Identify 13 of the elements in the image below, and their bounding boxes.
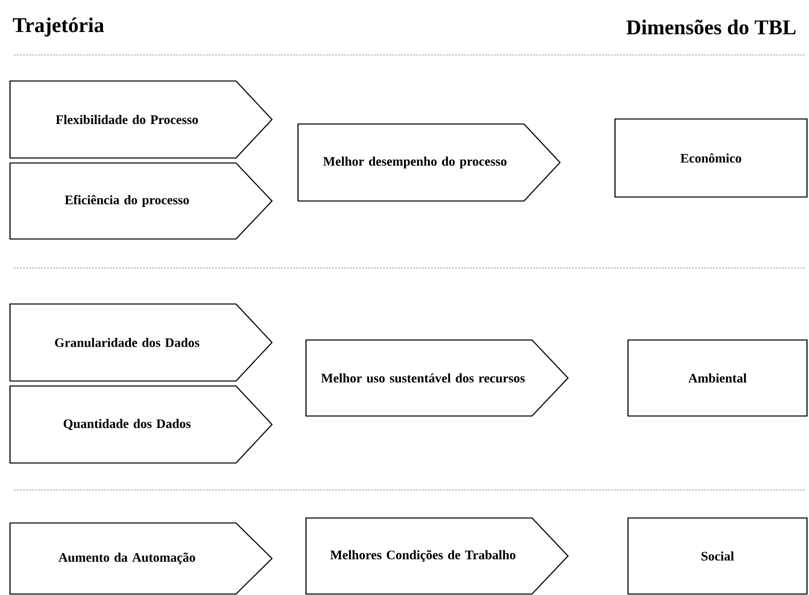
chevron-box: Flexibilidade do Processo xyxy=(9,80,273,159)
heading: Trajetória xyxy=(12,17,104,37)
heading: Dimensões do TBL xyxy=(626,20,796,34)
chevron-box: Eficiência do processo xyxy=(9,162,273,240)
chevron-box: Granularidade dos Dados xyxy=(9,303,273,382)
dimension-box: Econômico xyxy=(614,118,808,198)
dimension-box: Ambiental xyxy=(627,339,808,417)
chevron-box: Melhor desempenho do processo xyxy=(297,123,561,202)
chevron-box: Melhor uso sustentável dos recursos xyxy=(305,339,569,417)
chevron-box: Quantidade dos Dados xyxy=(9,385,273,464)
chevron-box: Aumento da Automação xyxy=(9,522,273,595)
chevron-box: Melhores Condições de Trabalho xyxy=(305,517,569,595)
dimension-box: Social xyxy=(627,517,808,595)
